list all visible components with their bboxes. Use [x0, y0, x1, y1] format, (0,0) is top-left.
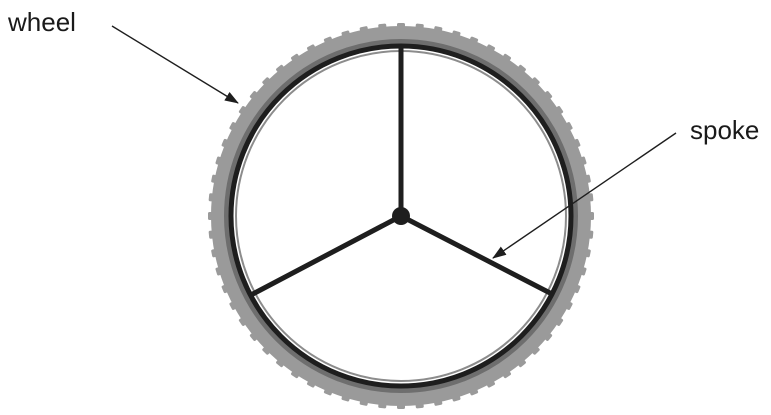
wheel-leader-arrow — [112, 26, 238, 103]
spoke-label: spoke — [690, 117, 759, 143]
spoke-right — [401, 216, 552, 294]
spoke-left — [249, 216, 401, 296]
hub — [392, 207, 410, 225]
wheel-label: wheel — [8, 9, 76, 35]
